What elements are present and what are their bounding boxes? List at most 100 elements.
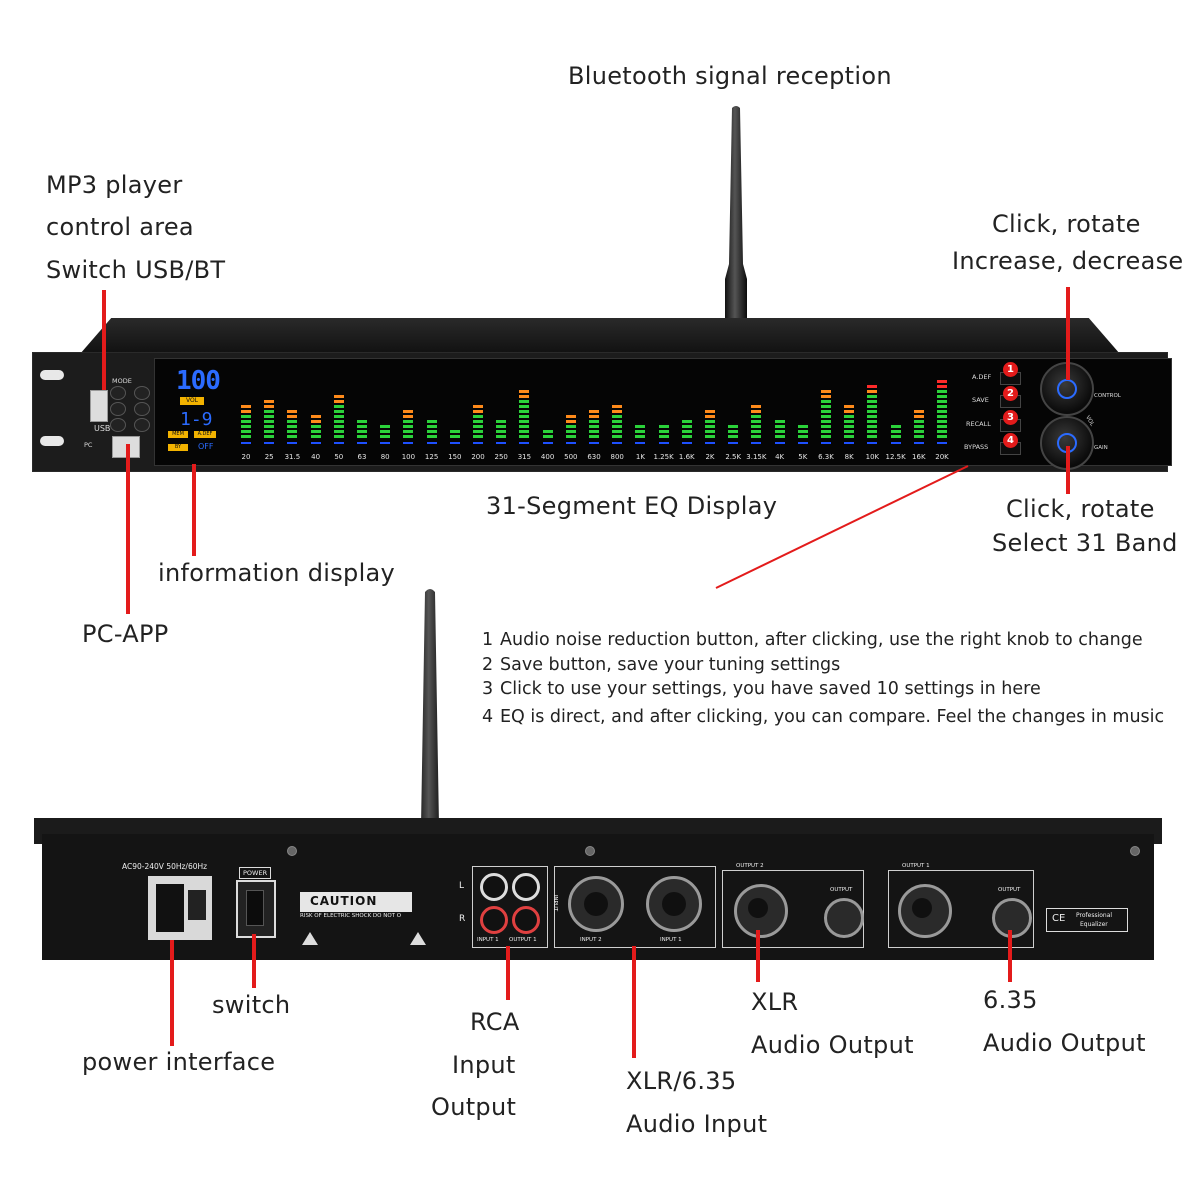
eq-segment — [473, 415, 483, 418]
pointer-buttons-notes — [715, 465, 969, 589]
eq-segment — [612, 425, 623, 428]
jack-output-1[interactable] — [992, 898, 1032, 938]
minus-button[interactable] — [110, 418, 126, 432]
eq-band-label: 800 — [610, 453, 624, 461]
mp3-label-line2: control area — [46, 213, 194, 241]
eq-segment — [844, 430, 855, 433]
eq-segment — [333, 400, 344, 403]
rca-input-left[interactable] — [480, 873, 508, 901]
eq-band-label: 8K — [844, 453, 854, 461]
eq-band-baseline — [333, 442, 344, 444]
eq-segment — [333, 430, 344, 433]
eq-band-baseline — [310, 442, 321, 444]
xlr-output-2-pins — [748, 898, 768, 918]
eq-segment — [264, 415, 275, 418]
eq-segment — [681, 425, 692, 428]
eq-segment — [241, 405, 251, 408]
eq-segment — [937, 425, 947, 428]
eq-segment — [658, 430, 669, 433]
eq-segment — [403, 435, 414, 438]
eq-band-baseline — [565, 442, 576, 444]
eq-segment — [473, 430, 483, 433]
ce-plate — [1046, 908, 1128, 932]
eq-segment — [774, 425, 785, 428]
eq-segment — [473, 435, 483, 438]
info-display-label: information display — [158, 559, 396, 587]
eq-segment — [774, 435, 785, 438]
eq-segment — [821, 435, 831, 438]
xlr-output-1-pins — [912, 898, 932, 918]
eq-band-baseline — [380, 442, 391, 444]
eq-segment — [821, 405, 831, 408]
rca-r-text: R — [459, 914, 466, 924]
output-a-text: OUTPUT — [830, 887, 853, 893]
eq-segment — [844, 410, 855, 413]
eq-segment — [565, 425, 576, 428]
xlr635-input-label-line2: Audio Input — [626, 1110, 768, 1138]
rack-slot — [40, 370, 64, 380]
eq-band-label: 2K — [705, 453, 715, 461]
eq-segment — [612, 435, 623, 438]
prev-button[interactable] — [134, 386, 150, 400]
off-text: OFF — [198, 442, 214, 451]
rca-output-left[interactable] — [512, 873, 540, 901]
eq-band-label: 630 — [587, 453, 601, 461]
play-pause-button[interactable] — [110, 402, 126, 416]
combo-input-1-hole — [662, 892, 686, 916]
eq-segment — [241, 435, 251, 438]
eq-band-baseline — [542, 442, 553, 444]
eq-band-baseline — [844, 442, 855, 444]
rack-slot — [40, 436, 64, 446]
rca-l-text: L — [459, 881, 465, 891]
jack-output-2[interactable] — [824, 898, 864, 938]
eq-band-baseline — [264, 442, 275, 444]
eq-band-label: 200 — [471, 453, 485, 461]
eq-segment — [658, 435, 669, 438]
rca-label-line1: RCA — [470, 1008, 520, 1036]
adef-tag: A.DEF — [194, 431, 216, 438]
rca-output-right[interactable] — [512, 906, 540, 934]
eq-segment — [681, 430, 692, 433]
eq-segment — [333, 395, 344, 398]
eq-segment — [565, 415, 576, 418]
eq-segment — [867, 430, 878, 433]
ac-rating: AC90-240V 50Hz/60Hz — [122, 862, 208, 871]
eq-segment — [264, 425, 275, 428]
eq-segment — [264, 420, 275, 423]
rca-input-right[interactable] — [480, 906, 508, 934]
knob-top-label-line1: Click, rotate — [992, 210, 1141, 238]
mode-button[interactable] — [110, 386, 126, 400]
eq-band-label: 2.5K — [725, 453, 742, 461]
eq-band-baseline — [635, 442, 646, 444]
mp3-label-line1: MP3 player — [46, 171, 183, 199]
eq-segment — [797, 435, 808, 438]
eq-segment — [403, 425, 414, 428]
eq-band-label: 25 — [264, 453, 274, 461]
eq-band-baseline — [705, 442, 715, 444]
pointer-xlr-output — [756, 930, 760, 982]
eq-segment — [565, 435, 576, 438]
pointer-switch — [252, 934, 256, 988]
eq-segment — [264, 400, 275, 403]
eq-segment — [867, 435, 878, 438]
next-button[interactable] — [134, 402, 150, 416]
eq-segment — [519, 415, 530, 418]
pointer-mp3 — [102, 290, 106, 390]
mem-tag: MEM — [168, 431, 188, 438]
plus-button[interactable] — [134, 418, 150, 432]
usb-port[interactable] — [90, 390, 108, 422]
eq-band-label: 250 — [494, 453, 508, 461]
eq-segment — [357, 430, 367, 433]
eq-band-label: 40 — [311, 453, 321, 461]
eq-segment — [565, 430, 576, 433]
eq-band-baseline — [612, 442, 623, 444]
pc-app-label: PC-APP — [82, 620, 169, 648]
badge-1: 1 — [1003, 362, 1018, 377]
combo-input-1[interactable] — [646, 876, 702, 932]
eq-segment — [937, 420, 947, 423]
eq-segment — [496, 435, 507, 438]
knob-bottom-label-line1: Click, rotate — [1006, 495, 1155, 523]
eq-segment — [844, 420, 855, 423]
eq-segment — [380, 430, 391, 433]
